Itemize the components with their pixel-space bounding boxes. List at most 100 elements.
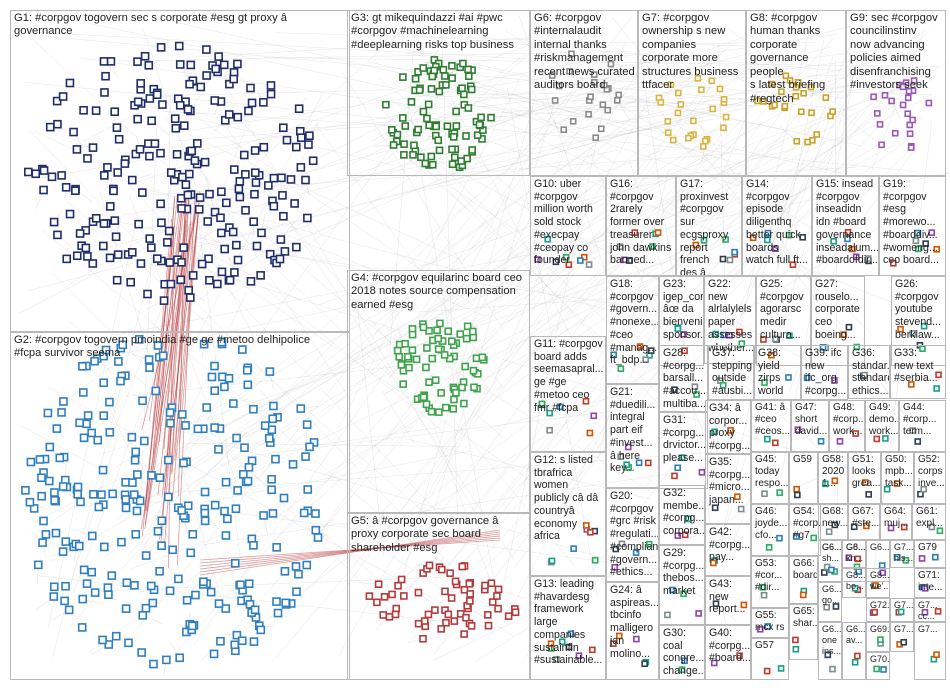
group-label-g53: G53: #cor... #dir... [755,558,786,594]
group-label-g17: G17: proxinvest #corpgov sur ecgsproxy r… [680,178,739,276]
group-panel-g1: G1: #corpgov togovern sec s corporate #e… [10,10,350,332]
group-panel-g67: G67: #ste... [848,504,880,540]
group-panel-g2: G2: #corpgov togovern pmoindia #ge ge #m… [10,332,350,680]
group-panel-g29: G29: #corpg... thebos... market [659,545,705,625]
group-label-g52: G52: corps inve... [918,454,943,490]
group-label-g6: G6: #corpgov #internalaudit internal tha… [534,12,635,93]
group-label-g20: G20: #corpgov #grc #risk #regulati... #c… [610,490,656,579]
group-panel-g64: G64: muj... [880,504,912,540]
group-panel-g73: G7... [890,598,914,622]
group-label-g38: G38: yield zirps world think... [758,347,798,400]
group-label-g54: G54: #corp... #g7 [793,506,818,542]
group-panel-g42: G42: #corpg... pay... [705,524,751,576]
group-panel-g44: G44: #corp... term... [899,400,946,452]
group-label-g13: G13: leading #havardesg framework large … [534,578,603,667]
group-panel-g86: G6... sh... [818,540,842,582]
group-label-g37: G37: stepping outside #ausbi... [712,347,751,398]
group-panel-g70: G70... [866,652,890,680]
group-label-g22: G22: new alrlalylels paper assesses whet… [708,278,753,354]
group-label-g79: G79 [918,542,943,554]
group-panel-g8: G8: #corpgov human thanks corporate gove… [746,10,846,176]
group-panel-g69: G69... [866,622,890,652]
group-label-g59: G59 [793,454,815,466]
group-panel-g35: G35: #corpg... #micro... japan... [705,454,751,524]
group-panel-g17: G17: proxinvest #corpgov sur ecgsproxy r… [676,176,742,276]
group-label-g57: G57 [755,640,786,652]
group-panel-g43: G43: new report... [705,576,751,625]
group-panel-g7: G7: #corpgov ownership s new companies c… [638,10,746,176]
group-panel-g9: G9: sec #corpgov councilinstinv now adva… [846,10,946,176]
group-label-g50: G50: mpb... task... [885,454,911,490]
group-panel-g16: G16: #corpgov 2rarely former over treasu… [606,176,676,276]
group-panel-g76: G6... one ins... [818,622,842,680]
group-panel-g15: G15: insead #corpgov inseadidn idn #boar… [812,176,879,276]
group-panel-g10: G10: uber #corpgov million worth sold st… [530,176,606,276]
group-label-g14: G14: #corpgov episode diligenthq better … [746,178,809,267]
group-panel-g75: G7... [890,622,914,652]
group-label-g51: G51: looks grea... [852,454,878,490]
group-panel-g50: G50: mpb... task... [881,452,914,504]
group-label-g36: G36: standar... standard ethics... [852,347,887,398]
group-panel-g79: G79 [914,540,946,568]
group-panel-g21: G21: #duedili... integral part eif #inve… [606,384,659,488]
group-panel-g18: G18: #corpgov #govern... #nonexe... #ceo… [606,276,659,384]
group-label-g46: G46: joyde... cfo... [755,506,786,542]
group-panel-g33: G33: new text #serbia... [890,345,946,399]
group-panel-g57: G57 [751,638,789,680]
group-label-g1: G1: #corpgov togovern sec s corporate #e… [14,12,347,39]
group-panel-g19: G19: #corpgov #esg #morewo... #boarddiv.… [879,176,946,276]
group-panel-g3: G3: gt mikequindazzi #ai #pwc #corpgov #… [347,10,530,176]
group-label-g19: G19: #corpgov #esg #morewo... #boarddiv.… [883,178,943,267]
group-label-g5: G5: â #corpgov governance â proxy corpor… [351,515,527,555]
group-label-g90: G7... [918,624,943,635]
group-label-g27: G27: rouselo... corporate ceo boeing... [815,278,862,342]
group-panel-g37: G37: stepping outside #ausbi... [708,345,754,400]
group-label-g61: G61: expl... [916,506,943,530]
group-label-g80: G8... kn... [846,542,863,564]
group-panel-g52: G52: corps inve... [914,452,946,504]
group-label-g70: G70... [870,654,887,665]
group-panel-g46: G46: joyde... cfo... [751,504,789,556]
group-panel-g45: G45: today respo... [751,452,789,504]
group-label-g4: G4: #corpgov equilarinc board ceo 2018 n… [351,272,527,312]
group-label-g33: G33: new text #serbia... [894,347,943,385]
group-label-g9: G9: sec #corpgov councilinstinv now adva… [850,12,943,93]
group-panel-g4: G4: #corpgov equilarinc board ceo 2018 n… [347,270,530,513]
group-panel-g30: G30: coal congre... change... [659,625,705,680]
group-label-g69: G69... [870,624,887,635]
group-panel-g34: G34: â corpor... proxy #corpg... [705,400,751,454]
group-label-g3: G3: gt mikequindazzi #ai #pwc #corpgov #… [351,12,527,52]
group-panel-g68: G68: new... [818,504,848,540]
group-panel-g80: G8... kn... [842,540,866,568]
group-label-g28: G28: #corpg... barsall... #accou... mult… [663,347,705,411]
group-panel-g81: G8... bo... [842,568,866,598]
group-label-g49: G49: demo... work... [869,402,896,438]
group-label-g66: G66: board [793,558,815,582]
group-panel-g12: G12: s listed tbrafrica women publicly c… [530,452,606,576]
group-panel-g20: G20: #corpgov #grc #risk #regulati... #c… [606,488,659,582]
group-label-g67: G67: #ste... [852,506,877,530]
group-panel-g84: G6... go... [818,582,842,622]
group-label-g45: G45: today respo... [755,454,786,490]
group-label-g47: G47: short david... [795,402,826,438]
group-label-g88: G7... cc... [918,600,943,622]
group-panel-g5: G5: â #corpgov governance â proxy corpor… [347,513,530,680]
group-panel-g61: G61: expl... [912,504,946,540]
group-panel-g65: G65: shar... [789,604,818,660]
group-label-g78: G7... hls... [894,542,911,564]
group-panel-g36: G36: standar... standard ethics... [848,345,890,399]
group-panel-g48: G48: #corp... work... [829,400,865,452]
group-panel-g89: G6... av... [842,622,866,680]
group-label-g30: G30: coal congre... change... [663,627,702,678]
group-panel-g90: G7... [914,622,946,680]
group-panel-g40: G40: #corpg... #board... [705,625,751,680]
group-label-g43: G43: new report... [709,578,748,616]
group-label-g16: G16: #corpgov 2rarely former over treasu… [610,178,673,267]
group-label-g18: G18: #corpgov #govern... #nonexe... #ceo… [610,278,656,367]
group-panel-g55: G55: mcx rs [751,608,789,638]
group-label-g40: G40: #corpg... #board... [709,627,748,665]
group-label-g82: G8... we'... [870,570,887,592]
group-label-g35: G35: #corpg... #micro... japan... [709,456,748,507]
group-panel-g39: G39: ifc new ifc_org #corpg... [801,345,848,400]
group-panel-g11: G11: #corpgov board adds seemasapral... … [530,336,606,452]
